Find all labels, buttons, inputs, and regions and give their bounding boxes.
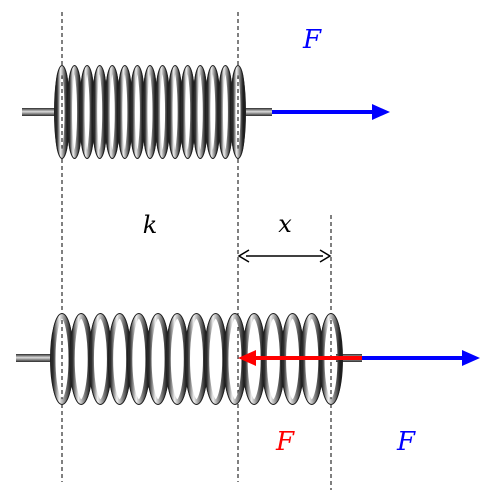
coil-turn [142, 65, 158, 159]
coil-turn [155, 65, 171, 159]
relaxed-spring [22, 65, 272, 159]
coil-turn [185, 313, 208, 405]
extension-label: x [278, 210, 292, 238]
coil-turn [204, 313, 228, 405]
extension-arrow [237, 249, 332, 263]
left-rod-bottom [16, 354, 54, 362]
spring-constant-label: k [143, 211, 158, 239]
coil-turn [192, 65, 208, 159]
coil-turn [117, 65, 133, 159]
coil-turn [217, 65, 233, 159]
restoring-force-label: F [275, 427, 295, 457]
applied-force-arrow-top [272, 104, 390, 120]
coil-turn [79, 65, 95, 159]
relaxed-spring-coils [54, 65, 246, 159]
coil-turn [165, 313, 189, 405]
coil-turn [69, 313, 93, 405]
coil-turn [180, 65, 196, 159]
left-rod-top [22, 108, 58, 116]
coil-turn [92, 65, 108, 159]
right-rod-top [244, 108, 272, 116]
coil-turn [205, 65, 221, 159]
force-label-top: F [302, 25, 322, 55]
coil-turn [127, 313, 151, 405]
applied-force-arrow-bottom [362, 350, 480, 366]
restoring-force-arrow [238, 350, 362, 366]
coil-turn [129, 65, 145, 159]
coil-turn [146, 313, 170, 405]
coil-turn [88, 313, 112, 405]
coil-turn [230, 65, 246, 159]
coil-turn [104, 65, 120, 159]
coil-turn [108, 313, 132, 405]
coil-turn [167, 65, 183, 159]
coil-turn-outline [230, 65, 246, 159]
force-label-bottom: F [396, 427, 416, 457]
coil-turn [67, 65, 83, 159]
